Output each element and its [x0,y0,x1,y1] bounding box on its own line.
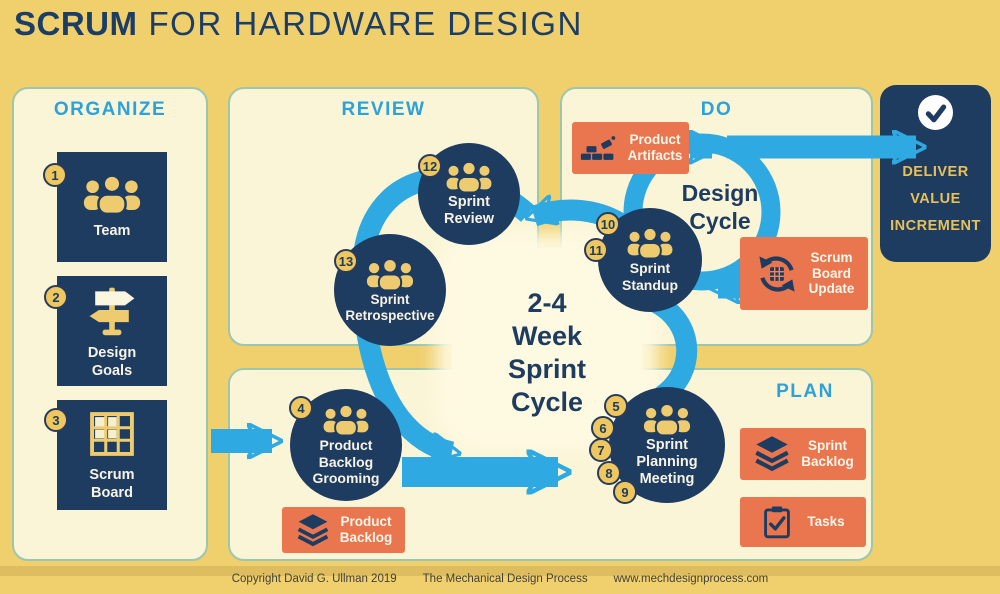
footer-website: www.mechdesignprocess.com [613,573,769,585]
team-label: Team [93,223,131,240]
tasks-label: Tasks [807,514,845,530]
planning-to-standup-arc [649,292,698,405]
team-icon [81,173,143,216]
product-artifacts-box: Product Artifacts [572,122,689,174]
clipboard-check-icon [761,505,793,540]
organize-panel-title: ORGANIZE [53,99,167,120]
scrum-board-update-label: Scrum Board Update [808,249,855,297]
scrum-board-label: Scrum Board [89,467,135,501]
people-icon [363,257,417,292]
step-badge-4: 4 [289,396,313,420]
layers-icon [295,513,331,548]
scrum-board-icon [86,408,138,460]
people-icon [320,403,372,437]
plan-panel-title: PLAN [776,381,834,402]
product-backlog-label: Product Backlog [339,514,393,545]
design-goals-item: Design Goals [57,276,167,386]
step-badge-3: 3 [44,408,68,432]
sprint-review-label: Sprint Review [444,193,494,227]
design-cycle-label: Design Cycle [681,180,759,234]
page-title-primary: SCRUM [14,5,138,42]
sprint-standup-label: Sprint Standup [622,260,678,293]
product-backlog-box: Product Backlog [282,507,405,553]
deliver-value-increment-box: DELIVER VALUE INCREMENT [880,85,991,262]
scrum-board-update-box: Scrum Board Update [740,237,868,310]
layers-icon [752,435,792,473]
scrum-board-item: Scrum Board [57,400,167,510]
product-backlog-grooming-label: Product Backlog Grooming [312,437,380,487]
page-title: SCRUM FOR HARDWARE DESIGN [14,5,583,43]
step-badge-6: 6 [591,416,615,440]
deliver-label: DELIVER VALUE INCREMENT [890,164,981,234]
sprint-backlog-label: Sprint Backlog [801,438,854,469]
check-icon [918,95,953,130]
review-panel-title: REVIEW [341,99,426,120]
people-icon [443,160,495,194]
step-badge-13: 13 [334,249,358,273]
product-artifacts-label: Product Artifacts [627,132,683,163]
step-badge-8: 8 [597,461,621,485]
blocks-icon [579,134,619,162]
step-badge-11: 11 [584,238,608,262]
footer-book-title: The Mechanical Design Process [422,573,588,585]
footer-copyright: Copyright David G. Ullman 2019 [231,573,397,585]
step-badge-12: 12 [418,154,442,178]
step-badge-2: 2 [44,285,68,309]
design-goals-label: Design Goals [87,345,137,379]
step-badge-5: 5 [604,394,628,418]
page-title-secondary: FOR HARDWARE DESIGN [148,5,583,42]
bottom-shade [0,566,1000,576]
signpost-icon [84,282,140,338]
sprint-backlog-box: Sprint Backlog [740,428,866,480]
refresh-board-icon [754,251,800,297]
step-badge-9: 9 [613,480,637,504]
sprint-retrospective-label: Sprint Retrospective [345,291,435,323]
tasks-box: Tasks [740,497,866,547]
step-badge-7: 7 [589,438,613,462]
footer: Copyright David G. Ullman 2019 The Mecha… [0,573,1000,585]
team-item: Team [57,152,167,262]
sprint-cycle-label: 2-4 Week Sprint Cycle [508,288,586,417]
sprint-planning-label: Sprint Planning Meeting [636,436,698,488]
step-badge-1: 1 [43,163,67,187]
do-panel-title: DO [700,99,733,120]
people-icon [640,402,694,437]
step-badge-10: 10 [596,212,620,236]
